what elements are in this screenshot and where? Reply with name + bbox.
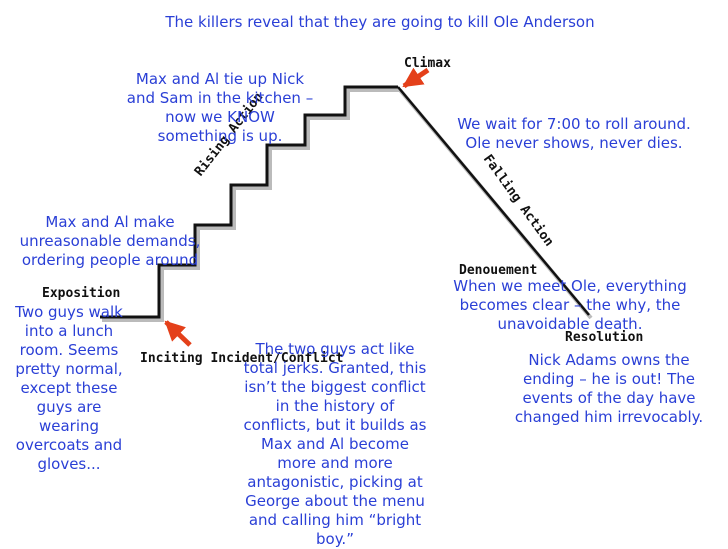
- note-jerks: The two guys act like total jerks. Grant…: [243, 340, 427, 548]
- note-nick: Nick Adams owns the ending – he is out! …: [514, 351, 704, 426]
- inciting-incident-label: Inciting Incident/Conflict: [140, 351, 344, 366]
- note-tie-up: Max and Al tie up Nick and Sam in the ki…: [126, 70, 314, 145]
- note-two-guys: Two guys walk into a lunch room. Seems p…: [15, 303, 123, 473]
- title-text: The killers reveal that they are going t…: [165, 13, 595, 31]
- denouement-label: Denouement: [459, 263, 538, 278]
- falling-line: [397, 86, 590, 316]
- resolution-label: Resolution: [565, 330, 644, 345]
- climax-arrow: [402, 67, 430, 89]
- exposition-label: Exposition: [42, 286, 121, 301]
- inciting-arrow: [164, 320, 192, 347]
- note-demands: Max and Al make unreasonable demands, or…: [19, 213, 201, 269]
- staircase-line: [100, 85, 398, 319]
- note-meet-ole: When we meet Ole, everything becomes cle…: [453, 277, 687, 333]
- note-wait: We wait for 7:00 to roll around. Ole nev…: [457, 115, 691, 152]
- staircase-shadow: [102, 88, 400, 322]
- climax-label: Climax: [404, 56, 451, 71]
